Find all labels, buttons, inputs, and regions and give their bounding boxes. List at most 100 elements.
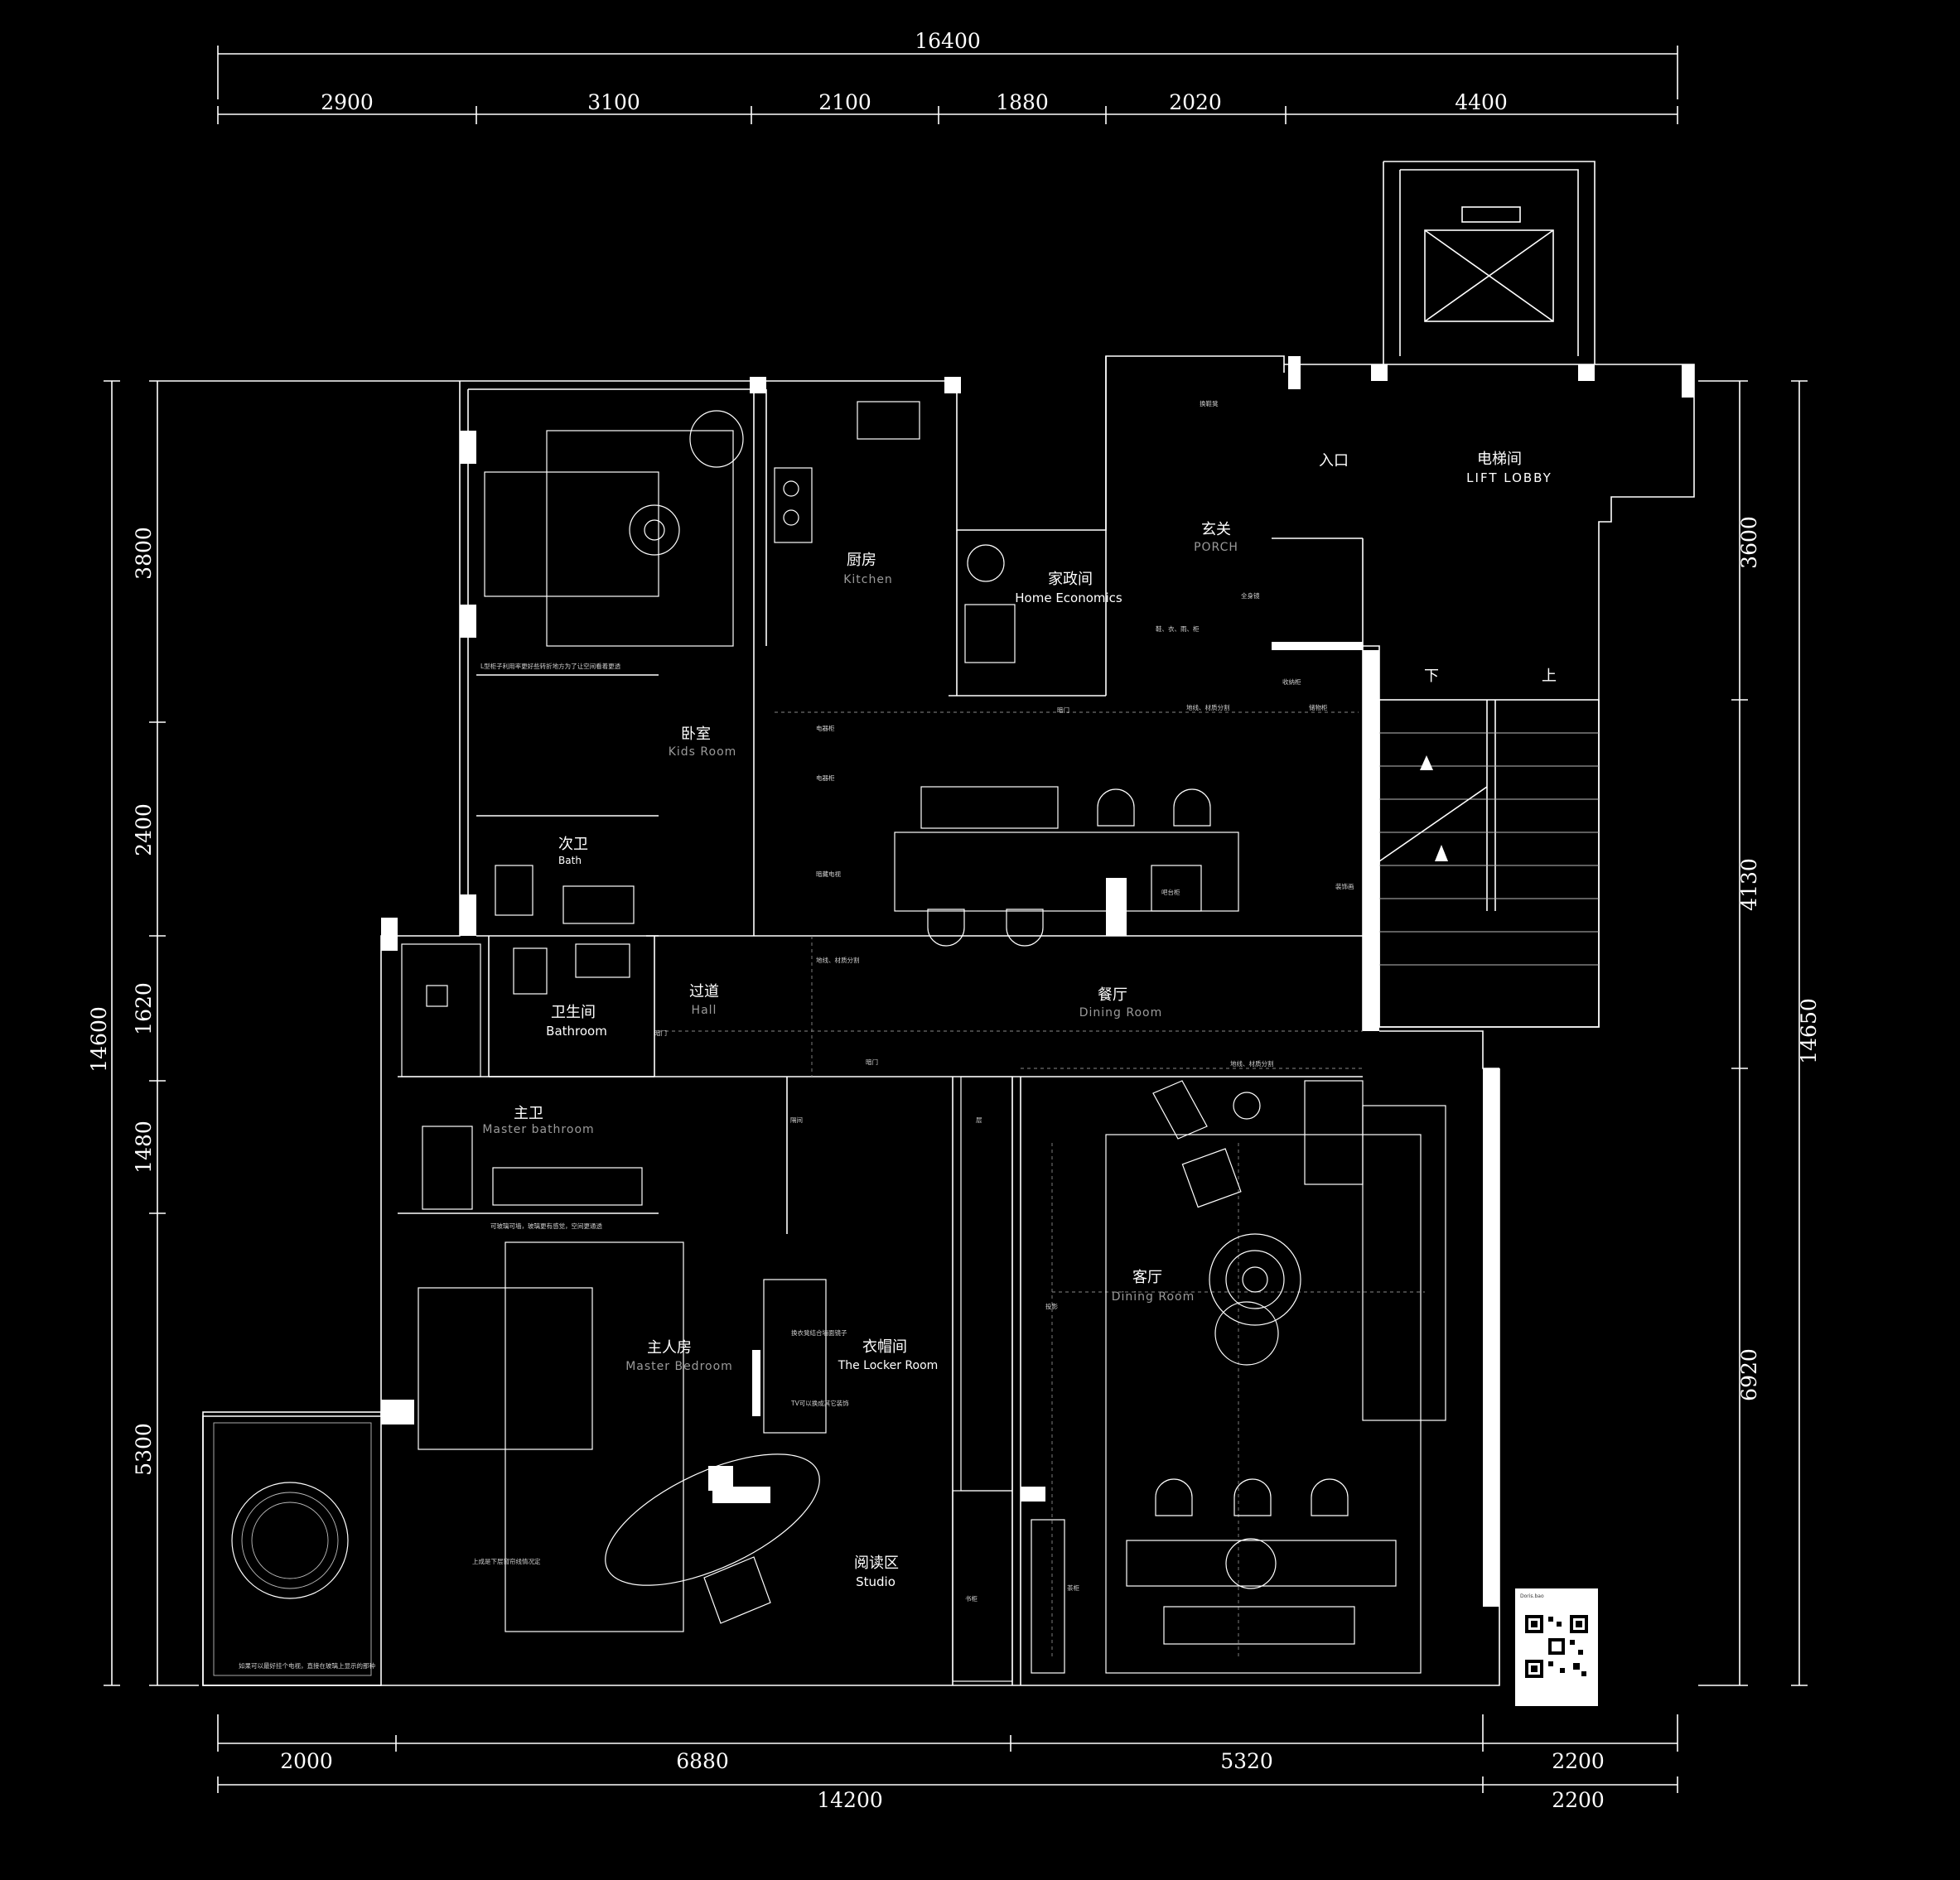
bar-stool-2 bbox=[1173, 788, 1211, 827]
dim-left-3: 1620 bbox=[132, 982, 156, 1035]
note-appliance-2: 电器柜 bbox=[816, 774, 835, 782]
studio-chair bbox=[703, 1556, 771, 1624]
dim-bottom-3: 5320 bbox=[1220, 1749, 1273, 1773]
dim-top-total: 16400 bbox=[915, 29, 981, 53]
dim-bottom-2: 6880 bbox=[676, 1749, 729, 1773]
utility-sink bbox=[964, 604, 1016, 663]
kids-room-zh: 卧室 bbox=[681, 725, 711, 743]
partitions bbox=[398, 356, 1364, 1685]
note-dark-door-3: 暗门 bbox=[654, 1029, 667, 1037]
side-table bbox=[1233, 1092, 1261, 1120]
master-toilet bbox=[422, 1126, 473, 1210]
entrance-zh: 入口 bbox=[1319, 452, 1349, 470]
kids-bed bbox=[484, 471, 659, 597]
dim-bottom-total-right: 2200 bbox=[1552, 1788, 1605, 1812]
wall-blocks bbox=[381, 356, 1694, 1607]
qr-code: Doris.bao bbox=[1515, 1588, 1598, 1706]
bath-zh: 次卫 bbox=[558, 836, 588, 853]
tv-console bbox=[1126, 1540, 1397, 1587]
dining-en: Dining Room bbox=[1079, 1006, 1163, 1020]
annotations: L型柜子利用率更好些转折地方为了让空间看着更透 暗门 暗门 暗门 地线、材质分割… bbox=[239, 399, 1354, 1670]
note-decor: 装饰画 bbox=[1335, 882, 1354, 890]
bookshelf bbox=[952, 1490, 1013, 1682]
note-kids-wardrobe: L型柜子利用率更好些转折地方为了让空间看着更透 bbox=[480, 662, 621, 670]
left-dimensions: 3800 2400 1620 1480 5300 14600 bbox=[87, 380, 460, 1686]
qr-name: Doris.bao bbox=[1520, 1593, 1544, 1599]
note-shoe-cabinet: 鞋、衣、雨、柜 bbox=[1156, 624, 1200, 633]
bathroom-sink bbox=[575, 943, 630, 978]
locker-zh: 衣帽间 bbox=[862, 1338, 907, 1356]
top-dimensions: 16400 2900 3100 2100 1880 2020 4400 bbox=[217, 29, 1678, 124]
porch-zh: 玄关 bbox=[1201, 521, 1231, 538]
kids-rug bbox=[546, 430, 734, 647]
bathroom-toilet bbox=[513, 947, 548, 995]
note-mirror: 换衣凳结合墙面镜子 bbox=[791, 1328, 847, 1337]
island-counter bbox=[920, 786, 1059, 829]
dashed-lines bbox=[659, 711, 1425, 1656]
dim-top-4: 1880 bbox=[996, 90, 1049, 114]
locker-bench bbox=[763, 1279, 827, 1434]
dim-right-3: 6920 bbox=[1737, 1348, 1761, 1401]
dining-chair-2 bbox=[1006, 909, 1044, 947]
dim-bottom-1: 2000 bbox=[280, 1749, 333, 1773]
lift-lobby-zh: 电梯间 bbox=[1477, 451, 1522, 468]
living-chair-3 bbox=[1311, 1478, 1349, 1516]
note-balcony-tv: 如果可以最好挂个电视，直接在玻璃上显示的那种 bbox=[239, 1661, 375, 1670]
note-bar: 吧台柜 bbox=[1161, 888, 1180, 896]
note-shoe-bench: 换鞋凳 bbox=[1200, 399, 1219, 407]
staircase: 下 上 bbox=[1378, 668, 1600, 1028]
note-appliance-1: 电器柜 bbox=[816, 724, 835, 732]
locker-en: The Locker Room bbox=[838, 1359, 939, 1372]
hall-zh: 过道 bbox=[689, 983, 719, 1000]
dining-pillar bbox=[1106, 878, 1127, 936]
arrow-up-icon bbox=[1435, 845, 1448, 861]
furniture bbox=[231, 401, 1446, 1682]
note-curtain: 上成是下层窗帘线情况定 bbox=[472, 1557, 541, 1565]
note-tea: 茶柜 bbox=[1067, 1584, 1080, 1592]
ottoman bbox=[1181, 1148, 1242, 1208]
dim-top-6: 4400 bbox=[1455, 90, 1508, 114]
note-hidden-tv: 暗藏电视 bbox=[816, 870, 841, 878]
kids-room-en: Kids Room bbox=[669, 745, 737, 759]
note-shelf-2: 层 bbox=[976, 1116, 982, 1124]
stair-up-label: 上 bbox=[1542, 668, 1557, 685]
sofa bbox=[1362, 1105, 1446, 1421]
living-zh: 客厅 bbox=[1132, 1269, 1162, 1286]
master-bedroom-zh: 主人房 bbox=[647, 1339, 692, 1357]
dim-left-2: 2400 bbox=[132, 803, 156, 856]
right-dimensions: 3600 4130 6920 14650 bbox=[1698, 380, 1821, 1686]
dim-top-5: 2020 bbox=[1169, 90, 1222, 114]
living-rug bbox=[1105, 1134, 1422, 1674]
hall-en: Hall bbox=[692, 1004, 717, 1017]
note-projector: 投影 bbox=[1045, 1302, 1059, 1310]
master-bath-zh: 主卫 bbox=[514, 1105, 543, 1122]
studio-zh: 阅读区 bbox=[854, 1555, 899, 1572]
shower bbox=[401, 943, 481, 1077]
living-en: Dining Room bbox=[1112, 1290, 1195, 1304]
kids-chair bbox=[689, 410, 744, 468]
kids-lamp bbox=[629, 504, 680, 556]
dim-right-total: 14650 bbox=[1797, 998, 1821, 1064]
note-shelf: 隔间 bbox=[790, 1116, 803, 1124]
note-flooring-3: 地线、材质分割 bbox=[1230, 1059, 1274, 1068]
dining-zh: 餐厅 bbox=[1098, 986, 1127, 1004]
side-cabinet bbox=[1304, 1080, 1364, 1185]
room-labels: 卧室 Kids Room 厨房 Kitchen 家政间 Home Economi… bbox=[482, 451, 1550, 1589]
bath-toilet bbox=[495, 865, 533, 916]
dining-chair-1 bbox=[927, 909, 965, 947]
note-dark-door-2: 暗门 bbox=[866, 1058, 878, 1066]
porch-en: PORCH bbox=[1194, 541, 1238, 554]
dim-top-1: 2900 bbox=[321, 90, 374, 114]
note-storage-1: 收纳柜 bbox=[1282, 677, 1301, 686]
coffee-table-2 bbox=[1214, 1301, 1279, 1366]
dim-left-5: 5300 bbox=[132, 1423, 156, 1476]
note-glass-wall: 可玻璃可墙，玻璃更有感觉，空间更通透 bbox=[490, 1222, 602, 1230]
balcony-tub bbox=[231, 1482, 349, 1599]
locker-wardrobe bbox=[960, 1076, 1013, 1492]
dim-left-1: 3800 bbox=[132, 527, 156, 580]
note-flooring-2: 地线、材质分割 bbox=[816, 956, 860, 964]
bathroom-zh: 卫生间 bbox=[551, 1004, 596, 1021]
dim-right-2: 4130 bbox=[1737, 858, 1761, 911]
bath-en: Bath bbox=[558, 855, 582, 866]
